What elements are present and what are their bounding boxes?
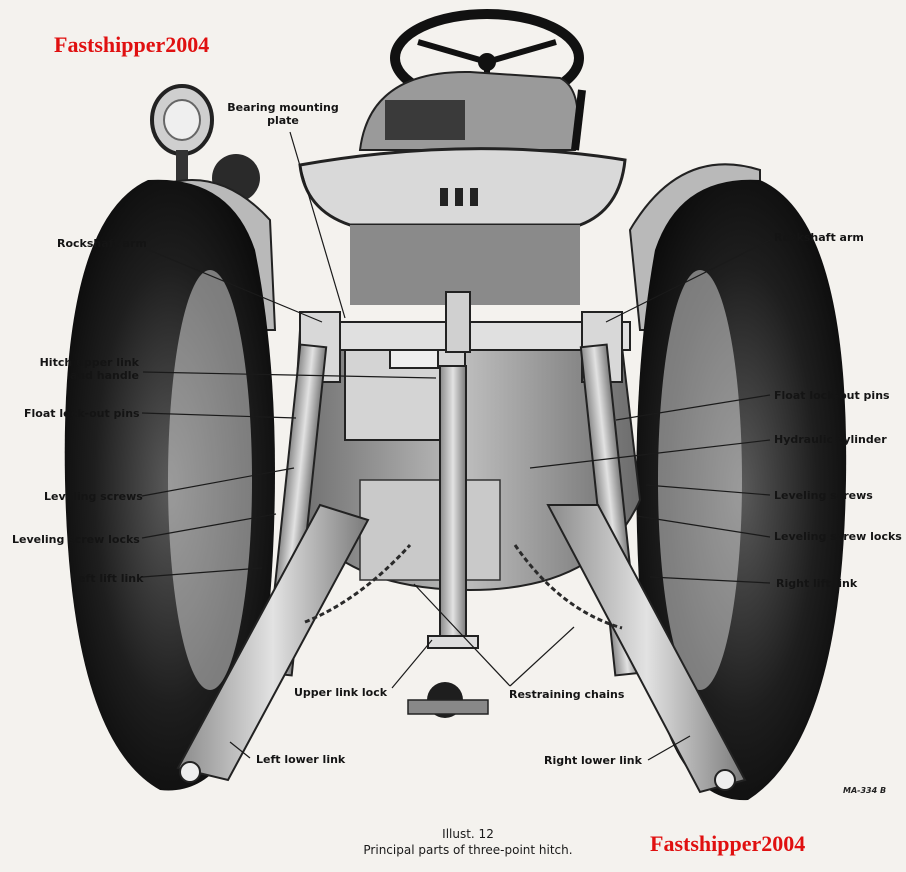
label-hitch-upper-link: Hitch upper link and handle	[20, 356, 139, 382]
label-leveling-screw-locks-left: Leveling screw locks	[12, 533, 140, 546]
label-bearing-mounting-plate-line2: plate	[267, 114, 299, 127]
label-leveling-screw-locks-right: Leveling screw locks	[774, 530, 902, 543]
label-rockshaft-arm-left: Rockshaft arm	[57, 237, 147, 250]
label-leveling-screws-right: Leveling screws	[774, 489, 873, 502]
label-bearing-mounting-plate: Bearing mounting plate	[224, 101, 342, 127]
restraining-chains	[304, 543, 623, 630]
figure-code: MA-334 B	[843, 786, 887, 795]
label-upper-link-lock: Upper link lock	[294, 686, 388, 699]
label-left-lift-link: Left lift link	[71, 572, 144, 585]
label-hitch-upper-link-line2: and handle	[69, 369, 139, 382]
dashboard	[358, 70, 586, 151]
caption-line1: Illust. 12	[442, 827, 494, 841]
figure-caption: Illust. 12 Principal parts of three-poin…	[318, 826, 618, 858]
label-hitch-upper-link-line1: Hitch upper link	[39, 356, 139, 369]
label-right-lift-link: Right lift link	[776, 577, 858, 590]
label-left-lower-link: Left lower link	[256, 753, 346, 766]
left-rear-tire	[64, 179, 275, 791]
caption-line2: Principal parts of three-point hitch.	[363, 843, 573, 857]
seat	[298, 147, 627, 305]
label-leveling-screws-left: Leveling screws	[44, 490, 143, 503]
label-hydraulic-cylinder: Hydraulic cylinder	[774, 433, 887, 446]
label-rockshaft-arm-right: Rockshaft arm	[774, 231, 864, 244]
label-restraining-chains: Restraining chains	[509, 688, 625, 701]
label-float-lockout-pins-right: Float lock-out pins	[774, 389, 890, 402]
watermark-bottom: Fastshipper2004	[650, 831, 806, 856]
right-rear-tire	[636, 179, 847, 801]
label-right-lower-link: Right lower link	[544, 754, 642, 767]
label-bearing-mounting-plate-line1: Bearing mounting	[227, 101, 339, 114]
watermark-top: Fastshipper2004	[54, 32, 210, 57]
leader-lines	[141, 131, 771, 761]
lower-links	[176, 503, 747, 794]
label-float-lockout-pins-left: Float lock-out pins	[24, 407, 140, 420]
